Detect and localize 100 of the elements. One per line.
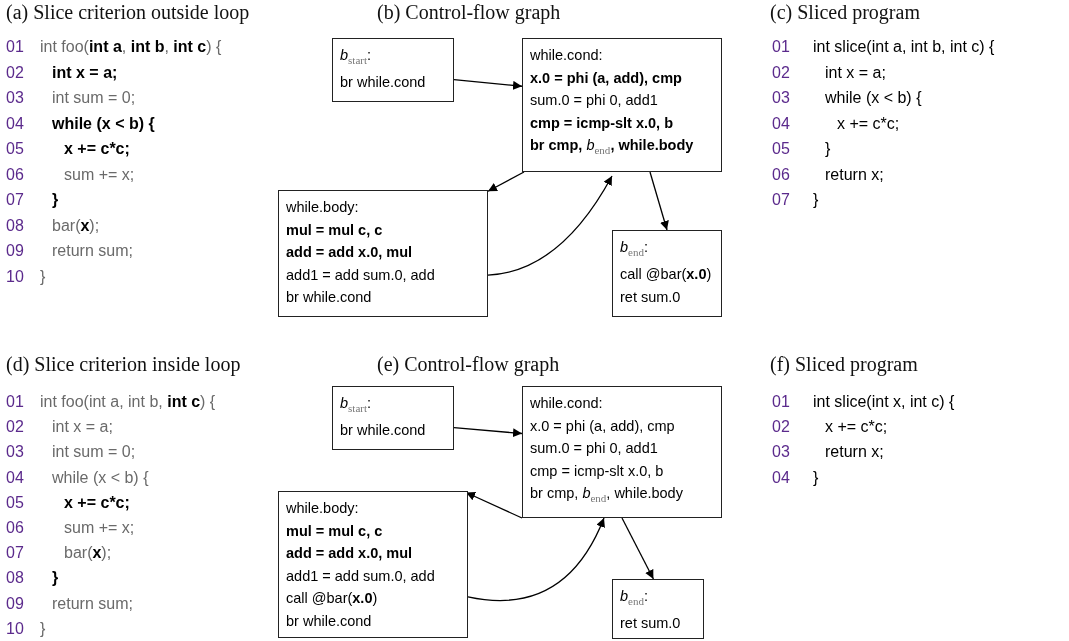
code-line: x += c*c; [837, 113, 900, 134]
code-line: x += c*c; [825, 417, 888, 438]
instruction-text: x.0 = phi (a, add), cmp [530, 416, 676, 436]
code-block-box [522, 386, 722, 518]
line-number: 07 [6, 543, 24, 564]
code-line: while (x < b) { [52, 467, 149, 488]
code-line: int x = a; [825, 62, 886, 83]
code-block-box [612, 230, 722, 317]
instruction-text: br cmp, b$_{end}$, while.body [530, 484, 684, 506]
code-line: int x = a; [52, 62, 118, 83]
code-line: int slice(int x, int c) { [813, 392, 955, 412]
arrow [621, 517, 655, 580]
code-line: } [813, 190, 819, 210]
line-number: 08 [6, 568, 24, 589]
block-label: b$_{end}$: [620, 587, 649, 609]
instruction-text: add = add x.0, mul [286, 243, 414, 262]
line-number: 10 [6, 266, 24, 287]
block-label: while.cond: [530, 46, 604, 65]
instruction-text: cmp = icmp-slt x.0, b [530, 113, 675, 133]
code-line: sum += x; [64, 518, 135, 538]
line-number: 09 [6, 593, 24, 614]
code-line: } [40, 618, 46, 639]
line-number: 06 [772, 164, 790, 185]
line-number: 05 [6, 139, 24, 159]
code-line: int x = a; [52, 417, 113, 438]
code-line: while (x < b) { [52, 113, 155, 134]
line-number: 02 [772, 417, 790, 438]
panel-title: (d) Slice criterion inside loop [6, 352, 241, 376]
line-number: 04 [6, 467, 24, 488]
line-number: 01 [772, 392, 790, 412]
line-number: 06 [6, 518, 24, 538]
code-block-box [612, 579, 704, 639]
code-line: } [813, 467, 819, 488]
code-line: return sum; [52, 241, 133, 261]
arrow [487, 171, 525, 192]
line-number: 10 [6, 618, 24, 639]
code-line: bar(x); [64, 543, 112, 564]
code-line: x += c*c; [64, 139, 130, 159]
panel-title: (a) Slice criterion outside loop [6, 0, 250, 24]
code-line: int foo(int a, int b, int c) { [40, 37, 222, 57]
instruction-text: sum.0 = phi 0, add1 [530, 91, 659, 110]
arrow [487, 175, 613, 276]
panel-title: (c) Sliced program [770, 0, 920, 24]
line-number: 01 [772, 37, 790, 57]
line-number: 06 [6, 164, 24, 185]
line-number: 09 [6, 241, 24, 261]
code-line: while (x < b) { [825, 88, 922, 108]
instruction-text: br while.cond [286, 611, 373, 631]
line-number: 04 [6, 113, 24, 134]
line-number: 03 [6, 442, 24, 463]
code-block-box [332, 38, 454, 102]
line-number: 07 [6, 190, 24, 210]
line-number: 04 [772, 113, 790, 134]
instruction-text: add1 = add sum.0, add [286, 566, 436, 586]
block-label: while.body: [286, 499, 360, 518]
arrow [453, 426, 523, 438]
block-label: while.cond: [530, 394, 604, 413]
code-line: } [52, 190, 59, 210]
panel-title: (b) Control-flow graph [377, 0, 561, 24]
code-block-box [278, 491, 468, 638]
arrow [453, 78, 523, 90]
code-line: int sum = 0; [52, 442, 136, 463]
line-number: 08 [6, 215, 24, 236]
block-label: b$_{start}$: [340, 46, 373, 68]
code-line: bar(x); [52, 215, 100, 236]
instruction-text: mul = mul c, c [286, 220, 384, 240]
line-number: 03 [772, 88, 790, 108]
code-block-box [278, 190, 488, 317]
line-number: 05 [6, 492, 24, 513]
line-number: 03 [6, 88, 24, 108]
line-number: 01 [6, 392, 24, 412]
code-line: x += c*c; [64, 492, 130, 513]
line-number: 01 [6, 37, 24, 57]
line-number: 02 [6, 62, 24, 83]
instruction-text: call @bar(x.0) [286, 589, 379, 608]
instruction-text: x.0 = phi (a, add), cmp [530, 68, 683, 88]
code-block-box [522, 38, 722, 172]
instruction-text: ret sum.0 [620, 287, 682, 307]
code-line: } [40, 266, 46, 287]
code-line: return sum; [52, 593, 133, 614]
block-label: while.body: [286, 198, 360, 217]
panel-title: (e) Control-flow graph [377, 352, 560, 376]
instruction-text: br while.cond [286, 288, 373, 307]
code-line: return x; [825, 442, 884, 463]
code-line: int sum = 0; [52, 88, 136, 108]
code-line: } [825, 139, 831, 159]
instruction-text: mul = mul c, c [286, 521, 384, 541]
code-line: } [52, 568, 59, 589]
line-number: 05 [772, 139, 790, 159]
arrow [467, 517, 605, 602]
code-line: int foo(int a, int b, int c) { [40, 392, 216, 412]
code-block-box [332, 386, 454, 450]
panel-title: (f) Sliced program [770, 352, 918, 376]
instruction-text: add1 = add sum.0, add [286, 265, 436, 285]
line-number: 02 [6, 417, 24, 438]
code-line: return x; [825, 164, 884, 185]
instruction-text: sum.0 = phi 0, add1 [530, 439, 659, 458]
block-label: b$_{start}$: [340, 394, 373, 416]
instruction-text: br while.cond [340, 421, 427, 441]
instruction-text: add = add x.0, mul [286, 544, 414, 563]
